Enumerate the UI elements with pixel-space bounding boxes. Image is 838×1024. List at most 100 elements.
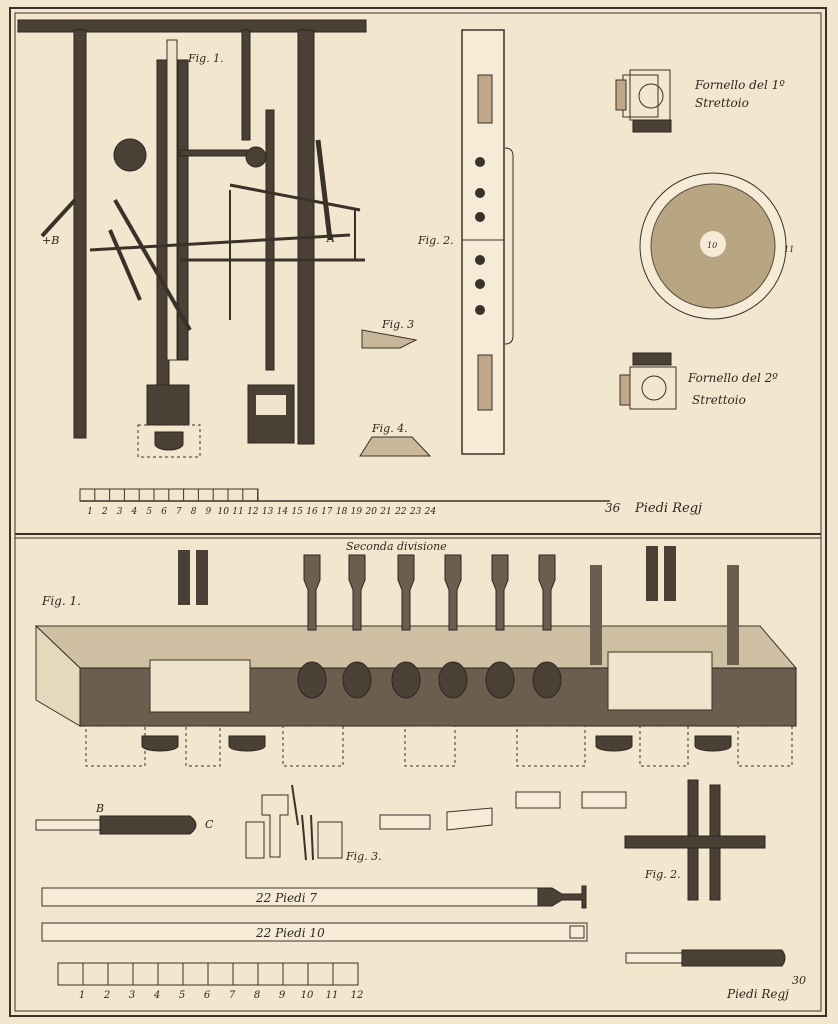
upper-scale-end: 36 [605, 501, 621, 515]
section-title: Seconda divisione [346, 540, 447, 553]
plate-border [9, 7, 827, 1017]
lower-scale-unit: Piedi Regj [726, 987, 789, 1001]
scale-tick-label: 14 [277, 507, 289, 517]
scale-tick-label: 9 [206, 507, 212, 517]
bar2-label: 22 Piedi 10 [255, 926, 325, 940]
tool-pestle: B C [35, 802, 214, 835]
scale-tick-label: 20 [364, 507, 377, 517]
foot-outline [404, 725, 456, 767]
fornello-2: Fornello del 2º Strettoio [619, 352, 778, 410]
post [590, 565, 602, 665]
fornello-1: Fornello del 1º Strettoio [615, 69, 785, 133]
label-A: A [326, 232, 335, 245]
basin [228, 735, 266, 752]
scale-tick-label: 3 [129, 990, 135, 1001]
foot-outline [639, 725, 689, 767]
punch [303, 554, 321, 631]
scale-tick-label: 10 [301, 990, 314, 1001]
basin [694, 735, 732, 752]
scale-tick-label: 16 [306, 507, 318, 517]
mortar-hole [391, 661, 421, 699]
press-trough [34, 546, 798, 727]
punch-raised [178, 550, 190, 605]
scale-tick-label: 4 [131, 507, 138, 517]
punch-raised [664, 546, 676, 601]
fig3-wedges-set: Fig. 3. [245, 784, 382, 863]
bar-10: 22 Piedi 10 [41, 922, 588, 942]
fig2-cross-press: Fig. 2. [624, 779, 766, 901]
circle-center-label: 10 [707, 241, 717, 250]
scale-tick-label: 19 [351, 507, 363, 517]
foot-outline [282, 725, 344, 767]
fig3-label: Fig. 3 [381, 318, 414, 331]
scale-tick-label: 8 [191, 507, 197, 517]
punch [538, 554, 556, 631]
scale-tick-label: 10 [217, 507, 229, 517]
scale-tick-label: 5 [179, 990, 185, 1001]
fig1-label: Fig. 1. [187, 52, 224, 65]
scale-tick-label: 18 [336, 507, 348, 517]
scale-tick-label: 3 [117, 507, 123, 517]
circle-edge-label: 11 [784, 245, 794, 254]
scale-tick-label: 4 [153, 990, 160, 1001]
fornello1-title: Fornello del 1º [694, 78, 785, 92]
scale-tick-label: 21 [379, 507, 391, 517]
fig2-plank: Fig. 2. [417, 29, 514, 455]
scale-tick-label: 7 [229, 990, 236, 1001]
scale-tick-label: 5 [146, 507, 152, 517]
bar1-label: 22 Piedi 7 [255, 891, 317, 905]
scale-tick-label: 2 [101, 507, 108, 517]
fig1-press-machine: Fig. 1. A +B [17, 19, 367, 458]
plate-inner-border [14, 12, 822, 1012]
scale-tick-label: 6 [204, 990, 211, 1001]
scale-tick-label: 7 [176, 507, 182, 517]
tool-B-label: B [95, 802, 104, 815]
scale-tick-label: 6 [161, 507, 167, 517]
scale-tick-label: 1 [79, 990, 85, 1001]
tool-rammer-small [625, 949, 786, 967]
fornello2-subtitle: Strettoio [692, 393, 746, 407]
lower-fig3-label: Fig. 3. [345, 850, 382, 863]
mortar-hole [485, 661, 515, 699]
mortar-hole [297, 661, 327, 699]
scale-tick-label: 8 [254, 990, 260, 1001]
scale-tick-label: 12 [247, 507, 259, 517]
scale-tick-label: 12 [351, 990, 364, 1001]
fig4-wedge: Fig. 4. [359, 422, 432, 457]
fornello1-subtitle: Strettoio [695, 96, 749, 110]
scale-tick-label: 17 [321, 507, 333, 517]
tool-C-label: C [205, 818, 214, 831]
basin [595, 735, 633, 752]
basin [141, 735, 179, 752]
mortar-hole [532, 661, 562, 699]
wedge-pieces [379, 791, 627, 831]
punch [348, 554, 366, 631]
scale-tick-label: 24 [424, 507, 437, 517]
punch-raised [196, 550, 208, 605]
lower-scale-end: 30 [792, 974, 806, 987]
furnace-plan-circle: 10 11 [639, 172, 794, 320]
punch-raised [646, 546, 658, 601]
punch [397, 554, 415, 631]
foot-outline [737, 725, 793, 767]
scale-tick-label: 11 [232, 507, 243, 517]
lower-fig2-label: Fig. 2. [644, 868, 681, 881]
scale-tick-label: 1 [87, 507, 93, 517]
mortar-hole [438, 661, 468, 699]
post [727, 565, 739, 665]
label-B: +B [42, 234, 59, 247]
fornello2-title: Fornello del 2º [687, 371, 778, 385]
bar-7: 22 Piedi 7 [41, 885, 587, 909]
scale-tick-label: 22 [394, 507, 407, 517]
fig3-wedge: Fig. 3 [361, 318, 418, 349]
scale-tick-label: 9 [279, 990, 286, 1001]
punch [444, 554, 462, 631]
fig4-label: Fig. 4. [371, 422, 408, 435]
scale-tick-label: 2 [103, 990, 110, 1001]
punch [491, 554, 509, 631]
foot-outline [185, 725, 221, 767]
upper-scale-unit: Piedi Regj [634, 501, 702, 516]
